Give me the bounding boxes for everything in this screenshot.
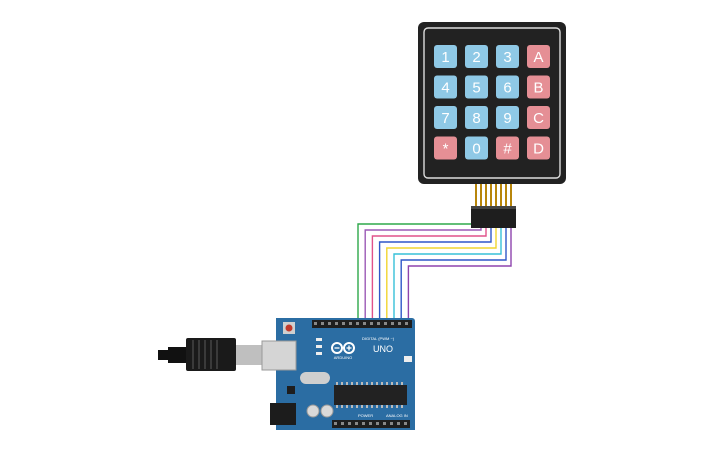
key-label: C (533, 110, 544, 127)
digital-label: DIGITAL (PWM ~) (362, 336, 395, 341)
key-face (527, 136, 550, 160)
key-5[interactable]: 5 (465, 75, 488, 99)
key-face (434, 136, 457, 160)
model-label: UNO (373, 344, 393, 354)
key-label: 9 (503, 110, 511, 127)
key-label: 2 (472, 49, 480, 66)
key-face (465, 136, 488, 160)
key-face (496, 136, 519, 160)
key-label: * (443, 141, 449, 158)
key-face (527, 75, 550, 99)
key-face (434, 45, 457, 68)
keypad-keys: 1 2 3 A 4 5 6 B 7 8 9 C * 0 # D (434, 45, 550, 160)
reset-button-cap (285, 324, 293, 332)
digital-header (312, 320, 412, 328)
key-9[interactable]: 9 (496, 106, 519, 129)
key-face (465, 75, 488, 99)
usb-cable (158, 338, 262, 371)
key-label: 4 (441, 80, 449, 97)
key-4[interactable]: 4 (434, 75, 457, 99)
key-8[interactable]: 8 (465, 106, 488, 129)
smd-resistor-1 (316, 338, 322, 341)
wire-bundle (357, 222, 512, 324)
key-label: 8 (472, 110, 480, 127)
usb-plug-metal (236, 345, 262, 365)
key-label: A (533, 49, 543, 66)
arduino-uno-board[interactable]: ARDUINO UNO DIGITAL (PWM ~) POWER ANALOG… (261, 318, 415, 430)
digital-header-pins (314, 322, 408, 325)
key-2[interactable]: 2 (465, 45, 488, 68)
wire-7[interactable] (400, 222, 507, 324)
keypad-connector (471, 184, 516, 228)
wire-4[interactable] (378, 222, 492, 324)
capacitor-2 (320, 404, 334, 418)
keypad[interactable]: 1 2 3 A 4 5 6 B 7 8 9 C * 0 # D (418, 22, 566, 184)
smd-resistor-2 (316, 345, 322, 348)
wire-2[interactable] (364, 222, 482, 324)
key-label: 5 (472, 80, 480, 97)
key-c[interactable]: C (527, 106, 550, 129)
key-6[interactable]: 6 (496, 75, 519, 99)
voltage-regulator (287, 386, 295, 394)
dc-jack (270, 403, 296, 425)
keypad-header (471, 206, 516, 228)
key-label: # (503, 141, 512, 158)
key-label: 0 (472, 141, 480, 158)
key-b[interactable]: B (527, 75, 550, 99)
key-label: 6 (503, 80, 511, 97)
key-a[interactable]: A (527, 45, 550, 68)
power-label: POWER (358, 413, 373, 418)
capacitor-1 (306, 404, 320, 418)
wire-6[interactable] (393, 222, 502, 324)
usb-cable-end (158, 350, 168, 360)
key-face (496, 106, 519, 129)
key-d[interactable]: D (527, 136, 550, 160)
wire-8[interactable] (407, 222, 512, 324)
key-label: 7 (441, 110, 449, 127)
wire-3[interactable] (371, 222, 487, 324)
key-label: 1 (441, 49, 449, 66)
crystal-oscillator (300, 372, 330, 384)
key-7[interactable]: 7 (434, 106, 457, 129)
key-face (527, 45, 550, 68)
usb-cable-strain (168, 347, 186, 363)
atmega-chip (334, 385, 407, 405)
keypad-header-top (471, 206, 516, 209)
wire-1[interactable] (357, 222, 477, 324)
keypad-ribbon-pins (475, 184, 512, 206)
key-1[interactable]: 1 (434, 45, 457, 68)
analog-label: ANALOG IN (386, 413, 408, 418)
brand-label: ARDUINO (334, 355, 352, 360)
key-face (465, 106, 488, 129)
usb-b-socket (261, 340, 297, 371)
smd-resistor-3 (316, 352, 322, 355)
key-star[interactable]: * (434, 136, 457, 160)
usb-plug-grips (192, 340, 218, 369)
key-label: B (533, 80, 543, 97)
key-face (434, 106, 457, 129)
key-label: 3 (503, 49, 511, 66)
key-3[interactable]: 3 (496, 45, 519, 68)
key-face (496, 45, 519, 68)
key-face (496, 75, 519, 99)
keypad-border (423, 27, 561, 179)
key-face (434, 75, 457, 99)
smd-component (404, 356, 412, 362)
key-hash[interactable]: # (496, 136, 519, 160)
key-face (527, 106, 550, 129)
key-face (465, 45, 488, 68)
arduino-logo (331, 342, 355, 354)
power-analog-header-pins (334, 422, 407, 425)
key-0[interactable]: 0 (465, 136, 488, 160)
atmega-chip-pins (336, 382, 403, 408)
key-label: D (533, 141, 544, 158)
wire-5[interactable] (386, 222, 497, 324)
